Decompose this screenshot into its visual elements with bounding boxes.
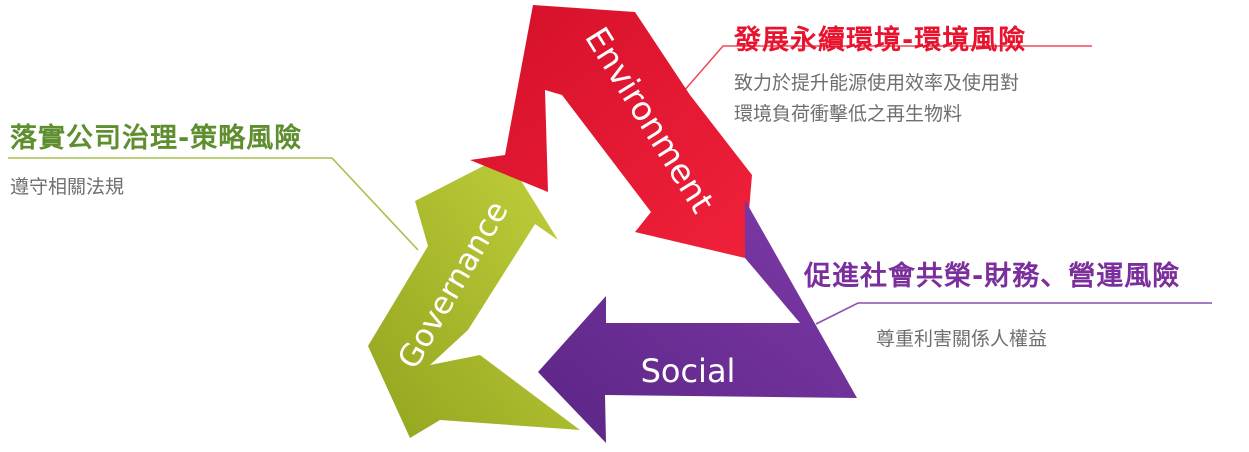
governance-description: 遵守相關法規 <box>10 176 125 198</box>
social-connector-line <box>815 302 1212 325</box>
social-arrow <box>538 200 857 443</box>
social-arrow-label: Social <box>641 352 736 390</box>
environment-title: 發展永續環境-環境風險 <box>734 25 1027 56</box>
governance-title: 落實公司治理-策略風險 <box>10 123 303 154</box>
environment-arrow <box>470 5 752 258</box>
environment-description-line-1: 致力於提升能源使用效率及使用對 <box>734 72 1020 94</box>
social-title: 促進社會共榮-財務、營運風險 <box>804 261 1181 292</box>
environment-description: 致力於提升能源使用效率及使用對 環境負荷衝擊低之再生物料 <box>734 68 1019 130</box>
social-description: 尊重利害關係人權益 <box>876 328 1048 350</box>
governance-connector-line <box>8 157 419 251</box>
environment-description-line-2: 環境負荷衝擊低之再生物料 <box>734 103 963 125</box>
environment-connector-line <box>682 45 1092 93</box>
governance-arrow <box>368 155 580 438</box>
